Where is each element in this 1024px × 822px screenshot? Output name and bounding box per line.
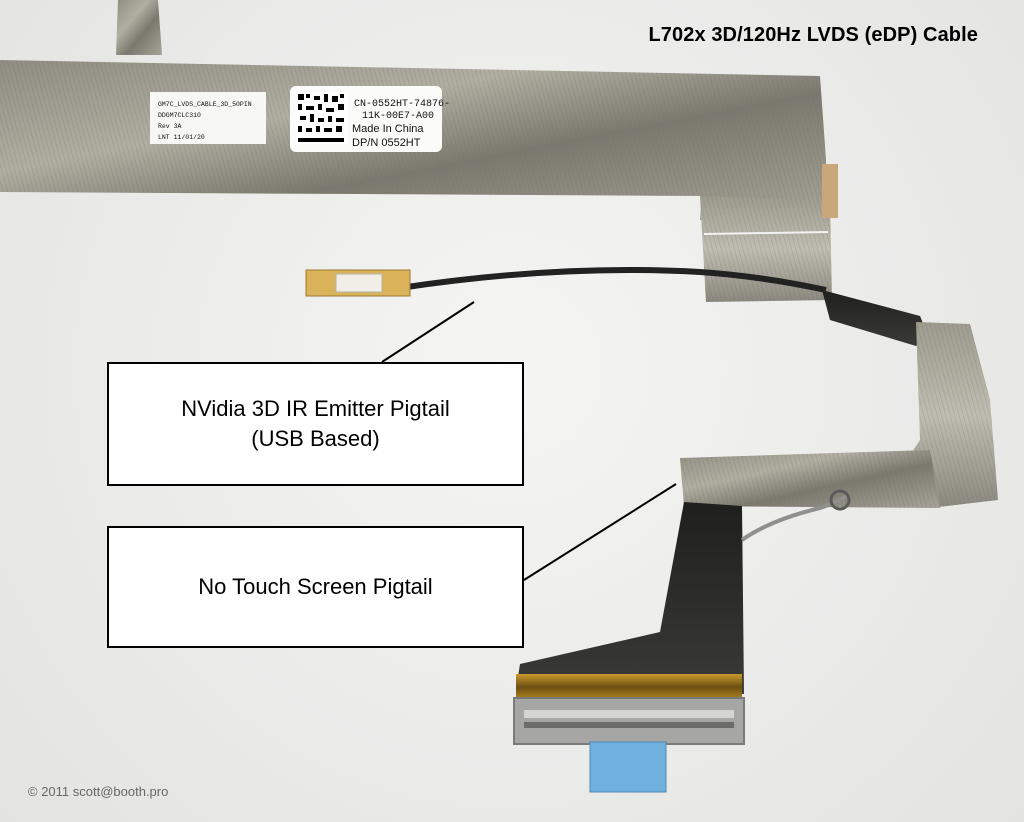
svg-text:Rev 3A: Rev 3A <box>158 123 182 130</box>
copyright-notice: © 2011 scott@booth.pro <box>28 784 169 799</box>
black-tape-section <box>822 290 930 346</box>
ground-ring <box>829 489 851 511</box>
callout-ir-line1: NVidia 3D IR Emitter Pigtail <box>181 396 450 422</box>
blue-pull-tab <box>589 741 667 793</box>
main-cable-label: CN-0552HT-74876- 11K-00E7-A00 Made In Ch… <box>290 86 450 152</box>
black-fabric-section <box>516 502 744 694</box>
tan-tab <box>822 164 838 218</box>
svg-text:LNT 11/01/20: LNT 11/01/20 <box>158 134 205 141</box>
svg-text:GM7C_LVDS_CABLE_3D_50PIN: GM7C_LVDS_CABLE_3D_50PIN <box>158 101 252 108</box>
callout-touch-screen: No Touch Screen Pigtail <box>107 526 524 648</box>
cable-top-strip <box>116 0 162 55</box>
edp-connector <box>513 697 745 745</box>
datamatrix-code <box>296 92 348 144</box>
callout-ir-emitter: NVidia 3D IR Emitter Pigtail (USB Based) <box>107 362 524 486</box>
svg-text:DDGM7CLC310: DDGM7CLC310 <box>158 112 201 119</box>
svg-text:DP/N 0552HT: DP/N 0552HT <box>352 137 421 149</box>
svg-text:Made In China: Made In China <box>352 123 424 135</box>
leader-line-ir <box>381 301 475 363</box>
svg-text:11K-00E7-A00: 11K-00E7-A00 <box>362 111 434 122</box>
svg-text:CN-0552HT-74876-: CN-0552HT-74876- <box>354 99 450 110</box>
leader-line-touch <box>523 483 677 581</box>
callout-touch-label: No Touch Screen Pigtail <box>198 574 433 600</box>
callout-ir-line2: (USB Based) <box>251 426 380 451</box>
small-cable-label: GM7C_LVDS_CABLE_3D_50PIN DDGM7CLC310 Rev… <box>150 92 266 144</box>
ir-emitter-cable <box>399 267 827 293</box>
ground-wire <box>740 494 848 542</box>
image-title: L702x 3D/120Hz LVDS (eDP) Cable <box>648 24 978 46</box>
kapton-tape <box>516 674 742 700</box>
